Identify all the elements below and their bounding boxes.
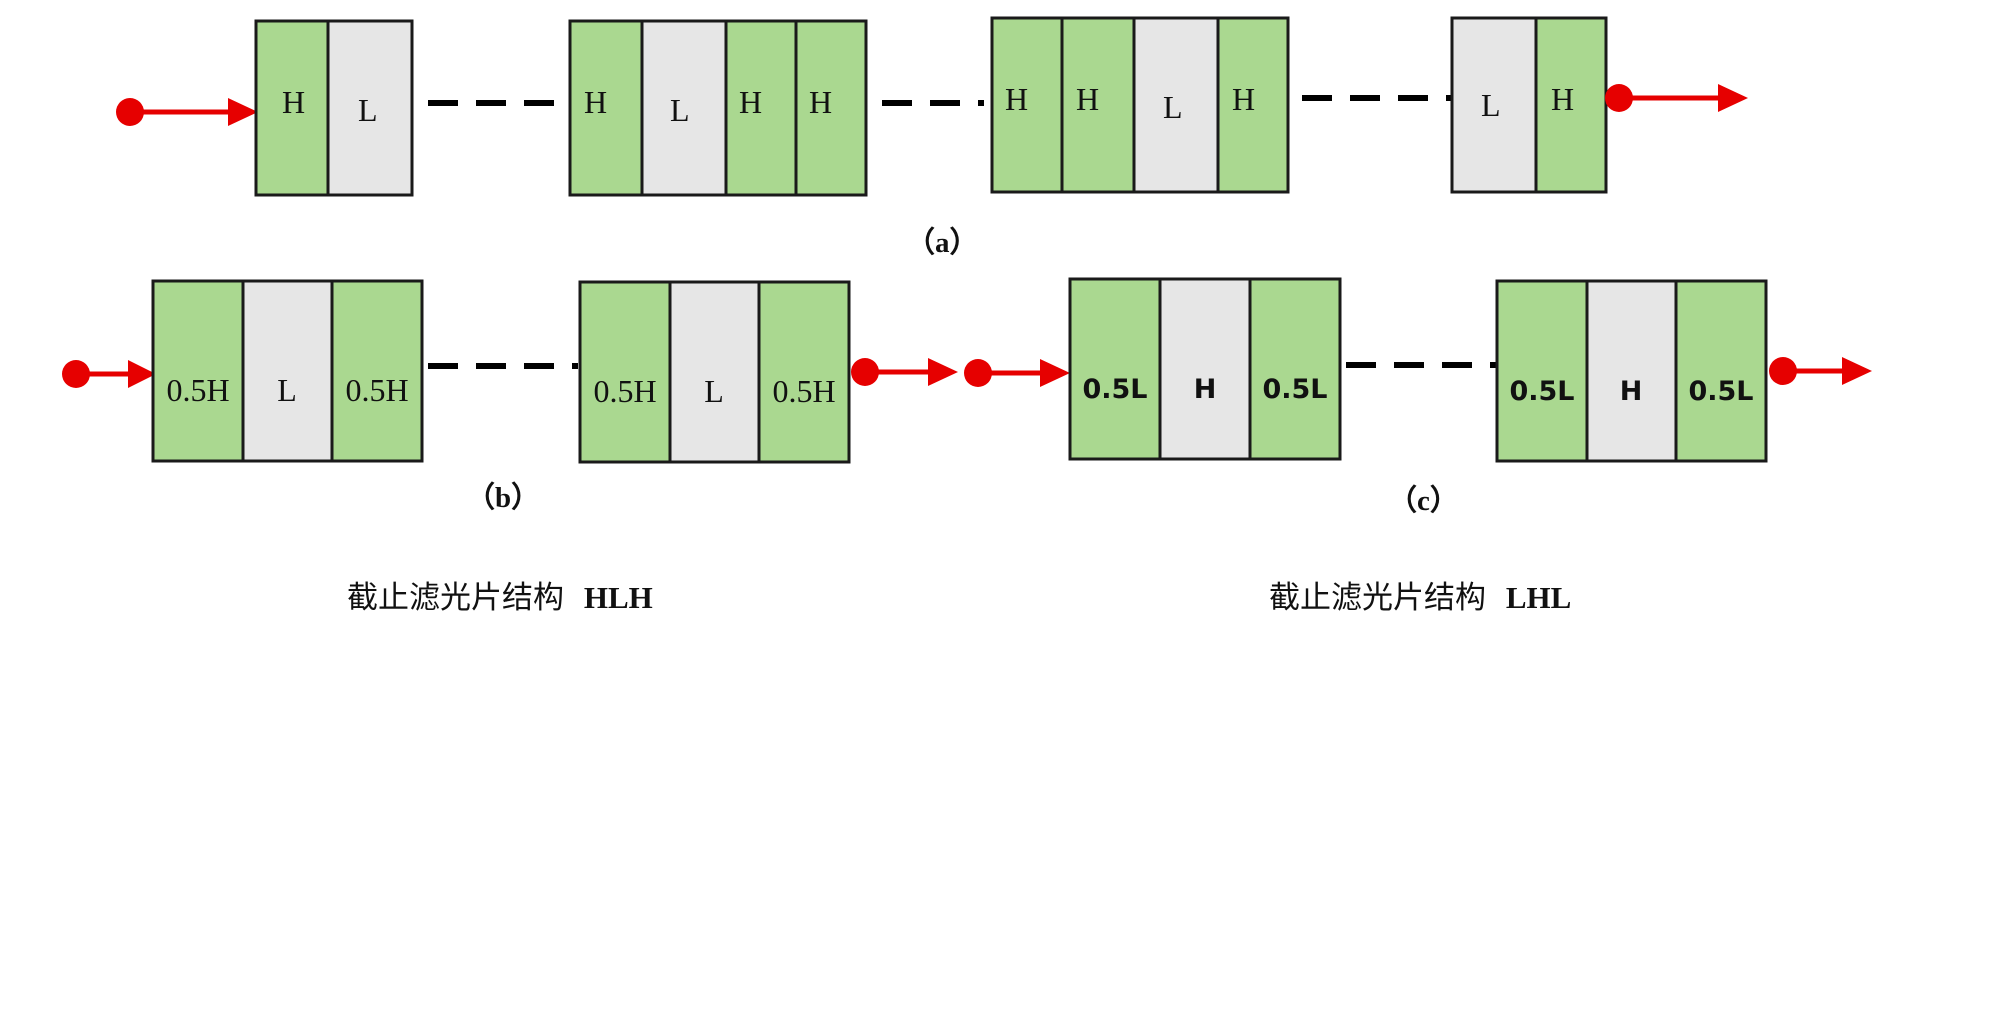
label-c2-1: 0.5L — [1509, 376, 1574, 407]
layer-c1-3 — [1248, 277, 1342, 461]
stack-a3: H H L H — [990, 16, 1290, 194]
label-a4-2: H — [1551, 81, 1574, 117]
caption-lhl: 截止滤光片结构 LHL — [1269, 580, 1571, 616]
label-c2-3: 0.5L — [1688, 376, 1753, 407]
layer-a4-2 — [1534, 16, 1608, 194]
layer-a2-4 — [794, 19, 868, 197]
layer-c2-2 — [1585, 279, 1678, 463]
label-a2-4: H — [809, 84, 832, 120]
layer-b2-3 — [757, 280, 851, 464]
caption-hlh-suffix: HLH — [584, 580, 653, 615]
layer-c1-2 — [1158, 277, 1252, 461]
panel-a: H L H L H H H H L H — [116, 16, 1748, 259]
label-a2-3: H — [739, 84, 762, 120]
label-a4-1: L — [1481, 87, 1501, 123]
caption-lhl-suffix: LHL — [1506, 580, 1571, 615]
layer-b1-2 — [241, 279, 334, 463]
layer-c2-3 — [1674, 279, 1768, 463]
stack-b1: 0.5H L 0.5H — [151, 279, 424, 463]
layer-b1-3 — [330, 279, 424, 463]
stack-a1: H L — [254, 19, 414, 197]
label-b2-1: 0.5H — [593, 373, 656, 409]
panel-label-c: （c） — [1388, 484, 1459, 517]
label-a2-2: L — [670, 92, 690, 128]
panel-label-b: （b） — [466, 481, 540, 514]
label-a2-1: H — [584, 84, 607, 120]
layer-c2-1 — [1495, 279, 1589, 463]
caption-hlh: 截止滤光片结构 HLH — [347, 580, 653, 616]
stack-a4: L H — [1450, 16, 1608, 194]
layer-b2-1 — [578, 280, 672, 464]
label-c1-3: 0.5L — [1262, 374, 1327, 405]
label-c1-2: H — [1194, 374, 1217, 405]
stack-c1: 0.5L H 0.5L — [1068, 277, 1342, 461]
stack-c2: 0.5L H 0.5L — [1495, 279, 1768, 463]
layer-a3-4 — [1216, 16, 1290, 194]
input-arrow-b — [62, 360, 156, 388]
layer-b1-1 — [151, 279, 245, 463]
label-b1-2: L — [277, 372, 297, 408]
input-arrow-c — [964, 359, 1070, 387]
caption-hlh-prefix: 截止滤光片结构 — [347, 580, 564, 616]
layer-b2-2 — [668, 280, 761, 464]
label-a3-2: H — [1076, 81, 1099, 117]
label-a3-1: H — [1005, 81, 1028, 117]
label-a1-2: L — [358, 92, 378, 128]
label-b2-2: L — [704, 373, 724, 409]
layer-a3-1 — [990, 16, 1064, 194]
label-a1-1: H — [282, 84, 305, 120]
layer-a3-2 — [1060, 16, 1136, 194]
panel-b: 0.5H L 0.5H 0.5H L 0.5H （b） — [62, 279, 958, 514]
layer-c1-1 — [1068, 277, 1162, 461]
label-b1-1: 0.5H — [166, 372, 229, 408]
output-arrow-a — [1605, 84, 1748, 112]
output-arrow-b — [851, 358, 958, 386]
layer-a3-3 — [1132, 16, 1220, 194]
label-c2-2: H — [1620, 376, 1643, 407]
caption-lhl-prefix: 截止滤光片结构 — [1269, 580, 1486, 616]
stack-b2: 0.5H L 0.5H — [578, 280, 851, 464]
label-a3-4: H — [1232, 81, 1255, 117]
label-a3-3: L — [1163, 89, 1183, 125]
layer-a2-1 — [568, 19, 644, 197]
input-arrow-a — [116, 98, 258, 126]
label-c1-1: 0.5L — [1082, 374, 1147, 405]
panel-c: 0.5L H 0.5L 0.5L H 0.5L （c） — [964, 277, 1872, 517]
stack-a2: H L H H — [568, 19, 868, 197]
layer-a1-2 — [326, 19, 414, 197]
panel-label-a: （a） — [906, 226, 979, 259]
label-b2-3: 0.5H — [772, 373, 835, 409]
output-arrow-c — [1769, 357, 1872, 385]
label-b1-3: 0.5H — [345, 372, 408, 408]
